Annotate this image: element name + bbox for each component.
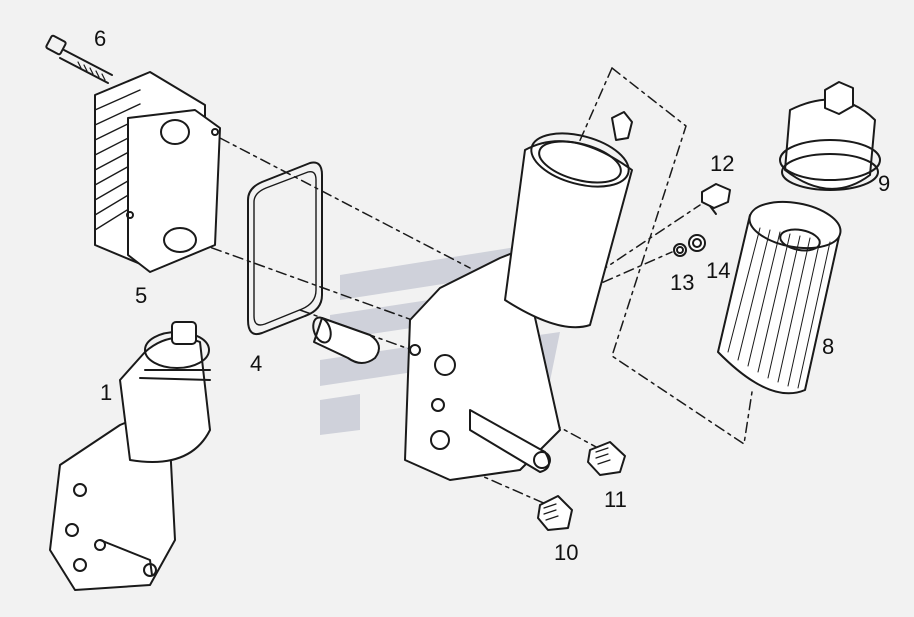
part-14-plug <box>688 234 706 252</box>
callout-4: 4 <box>250 351 263 376</box>
callout-1: 1 <box>100 380 113 405</box>
part-13-seal <box>673 243 687 257</box>
part-sleeve <box>312 316 380 364</box>
part-6-bolt <box>45 34 113 84</box>
callout-12: 12 <box>710 151 735 176</box>
part-10-plug <box>537 495 573 531</box>
part-12-plug <box>701 183 731 215</box>
callout-5: 5 <box>135 283 148 308</box>
part-1-assembly <box>49 321 211 591</box>
callout-11: 11 <box>604 487 627 512</box>
callout-13: 13 <box>670 270 695 295</box>
callout-8: 8 <box>822 334 835 359</box>
callout-10: 10 <box>554 540 579 565</box>
callout-6: 6 <box>94 26 107 51</box>
callout-14: 14 <box>706 258 731 283</box>
part-11-plug <box>587 441 626 476</box>
part-housing <box>404 111 633 481</box>
part-9-cap <box>779 81 881 191</box>
part-5-oil-cooler <box>94 71 221 273</box>
part-8-filter-element <box>717 200 842 395</box>
part-4-gasket <box>247 161 323 336</box>
callout-9: 9 <box>878 171 891 196</box>
